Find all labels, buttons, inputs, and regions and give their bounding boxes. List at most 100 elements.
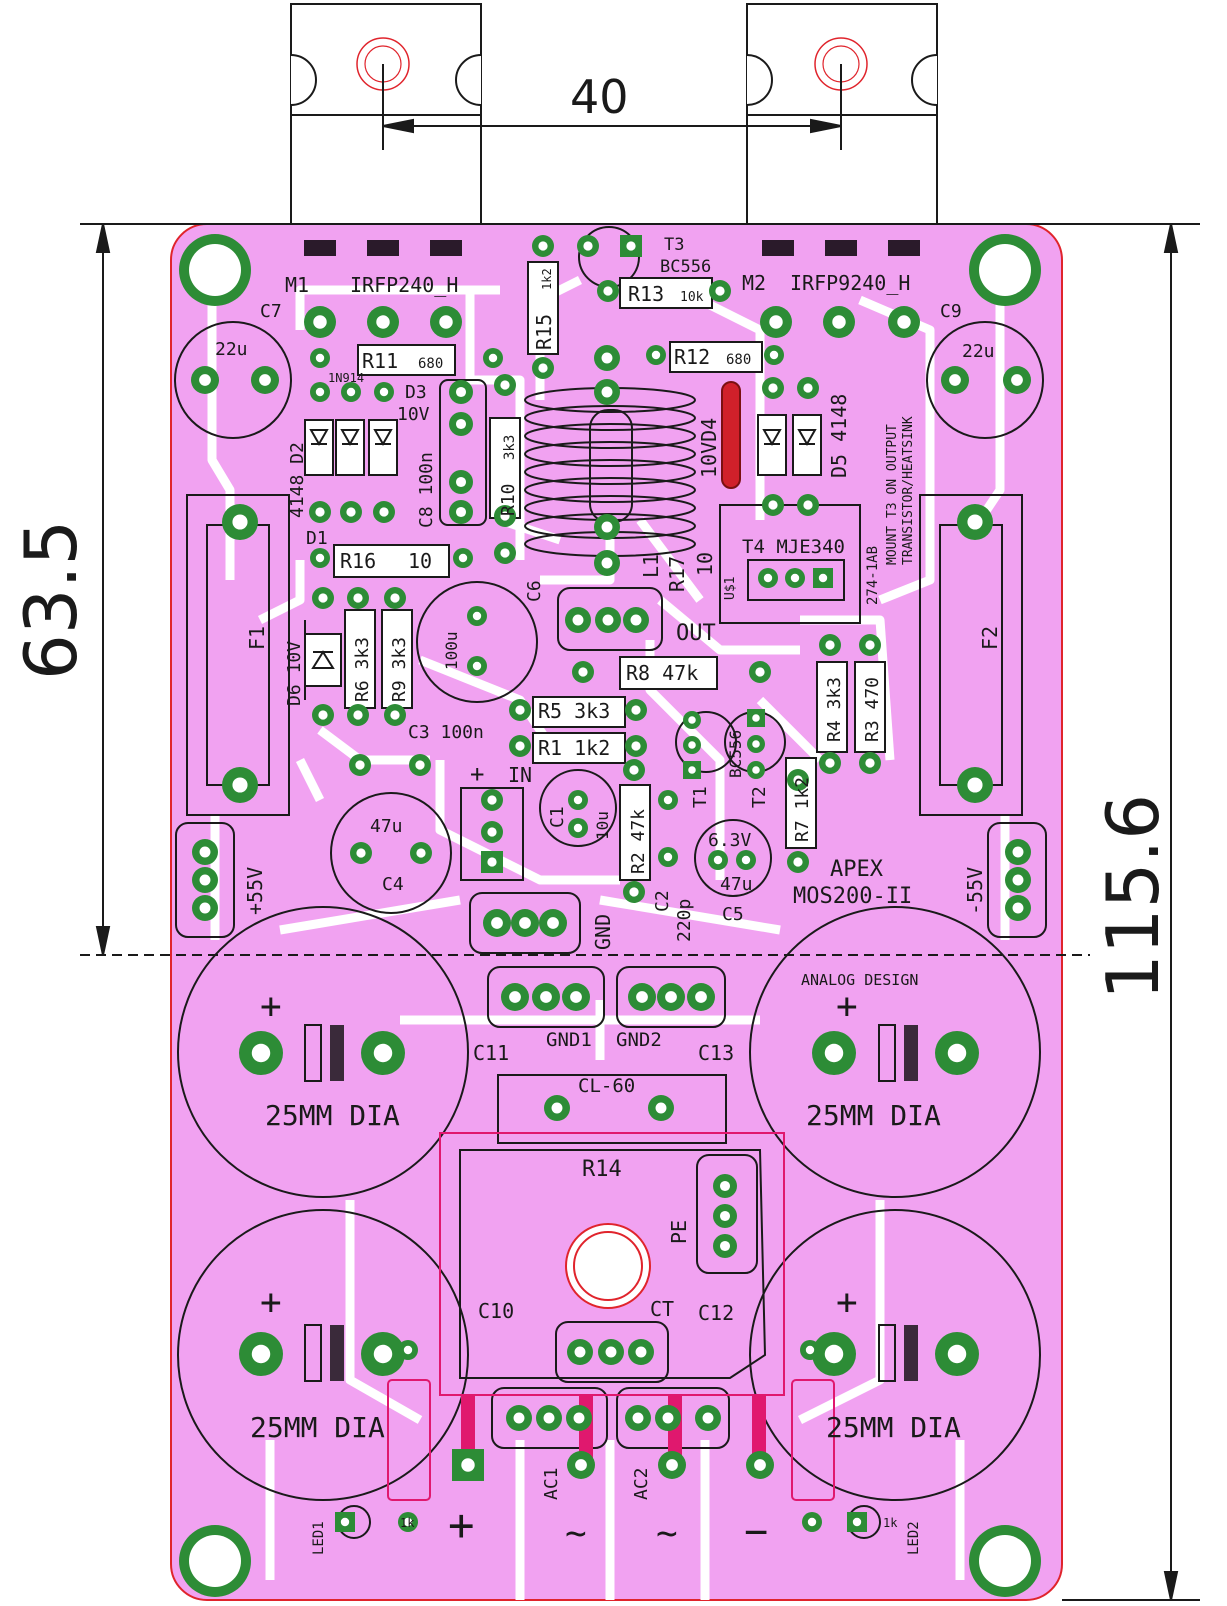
pad-hole	[318, 593, 328, 603]
pad-hole	[547, 917, 559, 929]
pad-hole	[500, 548, 510, 558]
led-resistor-outlines	[387, 1379, 835, 1501]
label-mount-note-1: MOUNT T3 ON OUTPUT	[885, 424, 900, 565]
label-d5: D5 4148	[827, 394, 851, 478]
diode-symbols	[304, 429, 817, 700]
pad-hole	[755, 667, 765, 677]
pad-hole	[373, 1043, 393, 1063]
label-f1: F1	[245, 626, 269, 650]
label-c10: C10	[478, 1299, 514, 1323]
pad-hole	[487, 827, 497, 837]
pad-hole	[695, 991, 707, 1003]
label-c5-val: 47u	[720, 874, 753, 895]
pad-hole	[455, 506, 467, 518]
label-r11-val: 680	[418, 356, 443, 372]
label-gnd1: GND1	[546, 1029, 592, 1051]
pad-hole	[515, 741, 525, 751]
label-m1-type: IRFP240_H	[350, 273, 458, 297]
pad-hole	[472, 661, 482, 671]
pad-hole	[818, 573, 828, 583]
pad-hole	[713, 855, 723, 865]
label-c6-val: 100u	[442, 631, 461, 670]
pad-hole	[455, 418, 467, 430]
pad-hole	[353, 593, 363, 603]
pad-hole	[458, 553, 468, 563]
label-p55: +55V	[243, 867, 267, 915]
pad-hole	[403, 1517, 413, 1527]
label-cl60: CL-60	[578, 1075, 635, 1097]
label-t4: T4 MJE340	[742, 536, 845, 558]
pad-hole	[754, 1459, 766, 1471]
pad-hole	[897, 315, 911, 329]
pad-hole	[752, 740, 760, 748]
pad-hole	[376, 315, 390, 329]
label-in: IN	[508, 763, 532, 787]
pad-hole	[491, 917, 503, 929]
label-r3: R3 470	[862, 677, 883, 742]
pad-hole	[803, 383, 813, 393]
pad-hole	[251, 1043, 271, 1063]
pad-hole	[663, 852, 673, 862]
pad-hole	[578, 667, 588, 677]
label-c12: C12	[698, 1301, 734, 1325]
transistor-leg	[888, 240, 920, 256]
pad-hole	[575, 1459, 587, 1471]
pad-hole	[769, 315, 783, 329]
label-m1: M1	[285, 273, 309, 297]
pad-hole	[199, 902, 211, 914]
label-cap-dia-c11: 25MM DIA	[265, 1099, 400, 1132]
pad-hole	[630, 614, 642, 626]
pad-hole	[583, 241, 593, 251]
label-l1: L1	[639, 554, 663, 578]
pad-hole	[768, 383, 778, 393]
label-c6: C6	[524, 580, 545, 602]
pad-hole	[461, 1458, 475, 1472]
pad-hole	[488, 353, 498, 363]
label-c4-val: 47u	[370, 816, 403, 837]
label-ac1: AC1	[541, 1467, 562, 1500]
label-r5: R5 3k3	[538, 699, 610, 723]
pad-hole	[373, 1344, 393, 1364]
pad-hole	[793, 857, 803, 867]
pad-hole	[340, 1517, 350, 1527]
pad-hole	[602, 614, 614, 626]
connector-outlines	[175, 379, 1047, 1449]
transistor-leg	[304, 240, 336, 256]
diode-outlines	[304, 414, 822, 687]
label-r15: R15	[532, 314, 556, 350]
label-cap-plus-c11: +	[260, 986, 282, 1027]
pad-hole	[573, 1412, 585, 1424]
pad-hole	[315, 553, 325, 563]
label-t1: T1	[690, 786, 711, 808]
label-c2: C2	[652, 890, 673, 912]
label-c5: C5	[722, 904, 744, 925]
label-r14: R14	[582, 1157, 622, 1182]
pad-hole	[251, 1344, 271, 1364]
pad-hole	[538, 363, 548, 373]
label-cap-dia-c13: 25MM DIA	[806, 1099, 941, 1132]
label-c13: C13	[698, 1041, 734, 1065]
label-r12: R12	[674, 345, 710, 369]
label-t1-type: BC556	[726, 730, 745, 778]
dimension-lines	[80, 64, 1200, 1601]
pad-hole	[715, 286, 725, 296]
pad-hole	[416, 848, 426, 858]
pad-hole	[551, 1102, 563, 1114]
label-d2: 4148 D2	[287, 442, 308, 518]
pad-hole	[629, 765, 639, 775]
pad-hole	[232, 514, 248, 530]
resistor-outlines	[333, 261, 886, 881]
pad-hole	[752, 714, 760, 722]
label-cap-plus-c10: +	[260, 1282, 282, 1323]
label-r8: R8 47k	[626, 661, 698, 685]
label-r4: R4 3k3	[824, 677, 845, 742]
label-c3: C3 100n	[408, 722, 484, 743]
pad-hole	[455, 476, 467, 488]
pads-layer	[179, 234, 1041, 1597]
pad-hole	[793, 775, 803, 785]
label-d1: D1	[306, 528, 328, 549]
pad-hole	[719, 1210, 731, 1222]
mounting-hole-center	[979, 244, 1031, 296]
pad-hole	[355, 760, 365, 770]
